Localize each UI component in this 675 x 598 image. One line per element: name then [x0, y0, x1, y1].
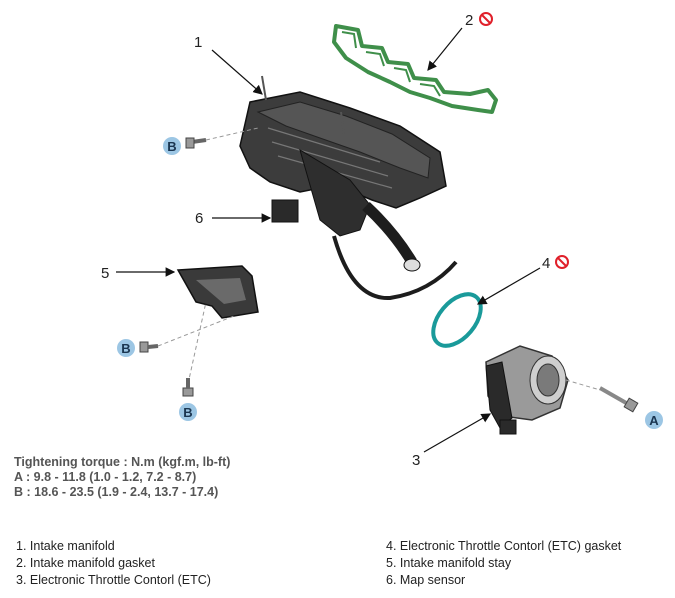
legend-item: 6. Map sensor: [386, 573, 466, 587]
legend-item: 1. Intake manifold: [16, 539, 115, 553]
torque-title: Tightening torque : N.m (kgf.m, lb-ft): [14, 455, 231, 469]
callout-1: 1: [194, 34, 202, 51]
legend-item: 2. Intake manifold gasket: [16, 556, 155, 570]
torque-a: A : 9.8 - 11.8 (1.0 - 1.2, 7.2 - 8.7): [14, 470, 197, 484]
svg-text:B: B: [121, 341, 130, 356]
torque-badge-a: A: [645, 411, 663, 429]
parts-legend-left: 1. Intake manifold 2. Intake manifold ga…: [16, 538, 211, 589]
no-reuse-icon: [479, 12, 493, 26]
bolt-b-bottom: [182, 378, 194, 397]
leader-2: [427, 27, 463, 71]
bolt-b-left: [139, 341, 159, 353]
svg-text:B: B: [183, 405, 192, 420]
no-reuse-icon: [555, 255, 569, 269]
torque-badge-b-left: B: [117, 339, 135, 357]
legend-item: 4. Electronic Throttle Contorl (ETC) gas…: [386, 539, 622, 553]
bolt-b-upper: [185, 127, 259, 149]
callout-3: 3: [412, 452, 420, 469]
bolt-a: [565, 379, 639, 413]
callout-6: 6: [195, 210, 203, 227]
svg-text:B: B: [167, 139, 176, 154]
callout-4: 4: [542, 255, 550, 272]
torque-b: B : 18.6 - 23.5 (1.9 - 2.4, 13.7 - 17.4): [14, 485, 219, 499]
leader-3: [423, 413, 492, 453]
intake-manifold: [239, 75, 458, 301]
svg-text:A: A: [649, 413, 659, 428]
parts-legend-right: 4. Electronic Throttle Contorl (ETC) gas…: [386, 538, 621, 589]
leader-1: [211, 49, 263, 95]
legend-item: 3. Electronic Throttle Contorl (ETC): [16, 573, 211, 587]
tightening-torque-spec: Tightening torque : N.m (kgf.m, lb-ft) A…: [14, 455, 230, 500]
intake-manifold-gasket: [332, 24, 498, 114]
legend-item: 5. Intake manifold stay: [386, 556, 512, 570]
etc-gasket: [431, 292, 483, 348]
intake-manifold-stay: [157, 265, 259, 385]
torque-badge-b-upper: B: [163, 137, 181, 155]
electronic-throttle-control: [485, 345, 569, 435]
callout-2: 2: [465, 12, 473, 29]
callout-5: 5: [101, 265, 109, 282]
leader-4: [476, 267, 541, 305]
torque-badge-b-bottom: B: [179, 403, 197, 421]
